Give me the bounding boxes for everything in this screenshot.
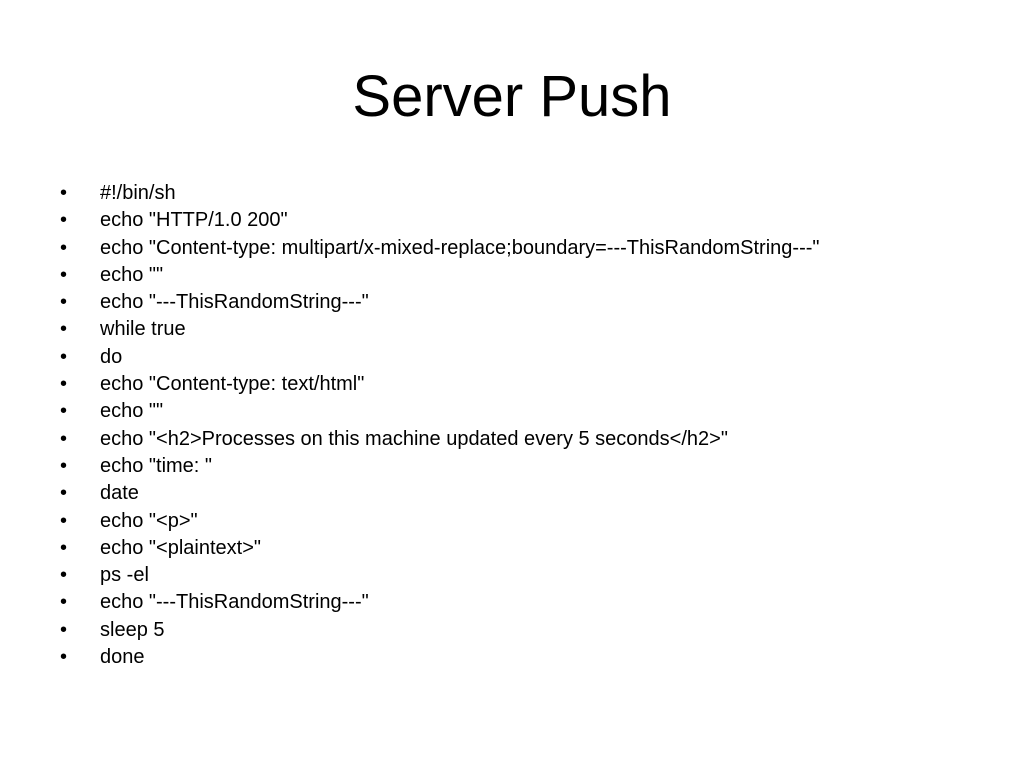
bullet-text: echo "Content-type: text/html" xyxy=(100,373,365,396)
list-item: • ps -el xyxy=(60,562,819,589)
slide-title: Server Push xyxy=(352,64,672,129)
list-item: • date xyxy=(60,480,819,507)
list-item: • echo "---ThisRandomString---" xyxy=(60,289,819,316)
list-item: • echo "Content-type: multipart/x-mixed-… xyxy=(60,235,819,262)
list-item: • echo "---ThisRandomString---" xyxy=(60,589,819,616)
bullet-text: echo "<h2>Processes on this machine upda… xyxy=(100,427,728,450)
bullet-icon: • xyxy=(60,618,68,641)
bullet-text: echo "time: " xyxy=(100,454,213,477)
bullet-icon: • xyxy=(60,236,68,259)
bullet-text: do xyxy=(100,345,123,368)
bullet-text: done xyxy=(100,646,145,669)
bullet-icon: • xyxy=(60,182,68,204)
bullet-icon: • xyxy=(60,427,68,450)
bullet-icon: • xyxy=(60,400,68,423)
bullet-text: echo "HTTP/1.0 200" xyxy=(100,209,288,232)
bullet-text: echo "<plaintext>" xyxy=(100,536,261,559)
bullet-text: while true xyxy=(100,318,186,341)
bullet-icon: • xyxy=(60,318,68,341)
bullet-text: #!/bin/sh xyxy=(100,182,176,204)
bullet-text: echo "Content-type: multipart/x-mixed-re… xyxy=(100,236,820,259)
list-item: • echo "HTTP/1.0 200" xyxy=(60,207,819,234)
bullet-text: sleep 5 xyxy=(100,618,165,641)
bullet-icon: • xyxy=(60,263,68,286)
bullet-text: echo "---ThisRandomString---" xyxy=(100,591,369,614)
bullet-text: echo "" xyxy=(100,263,164,286)
list-item: • echo "<p>" xyxy=(60,508,819,535)
list-item: • echo "time: " xyxy=(60,453,819,480)
list-item: • done xyxy=(60,644,819,671)
bullet-icon: • xyxy=(60,564,68,587)
list-item: • echo "" xyxy=(60,398,819,425)
list-item: • while true xyxy=(60,316,819,343)
bullet-list: • #!/bin/sh • echo "HTTP/1.0 200" • echo… xyxy=(60,180,819,671)
bullet-text: echo "<p>" xyxy=(100,509,198,532)
bullet-text: date xyxy=(100,482,139,505)
bullet-icon: • xyxy=(60,345,68,368)
list-item: • echo "Content-type: text/html" xyxy=(60,371,819,398)
list-item: • echo "<plaintext>" xyxy=(60,535,819,562)
bullet-icon: • xyxy=(60,591,68,614)
bullet-icon: • xyxy=(60,646,68,669)
bullet-icon: • xyxy=(60,291,68,314)
bullet-icon: • xyxy=(60,373,68,396)
bullet-text: echo "" xyxy=(100,400,164,423)
list-item: • do xyxy=(60,344,819,371)
bullet-icon: • xyxy=(60,509,68,532)
bullet-icon: • xyxy=(60,482,68,505)
bullet-icon: • xyxy=(60,454,68,477)
bullet-text: echo "---ThisRandomString---" xyxy=(100,291,369,314)
list-item: • #!/bin/sh xyxy=(60,180,819,207)
list-item: • sleep 5 xyxy=(60,617,819,644)
bullet-text: ps -el xyxy=(100,564,149,587)
list-item: • echo "" xyxy=(60,262,819,289)
list-item: • echo "<h2>Processes on this machine up… xyxy=(60,426,819,453)
bullet-icon: • xyxy=(60,536,68,559)
bullet-icon: • xyxy=(60,209,68,232)
